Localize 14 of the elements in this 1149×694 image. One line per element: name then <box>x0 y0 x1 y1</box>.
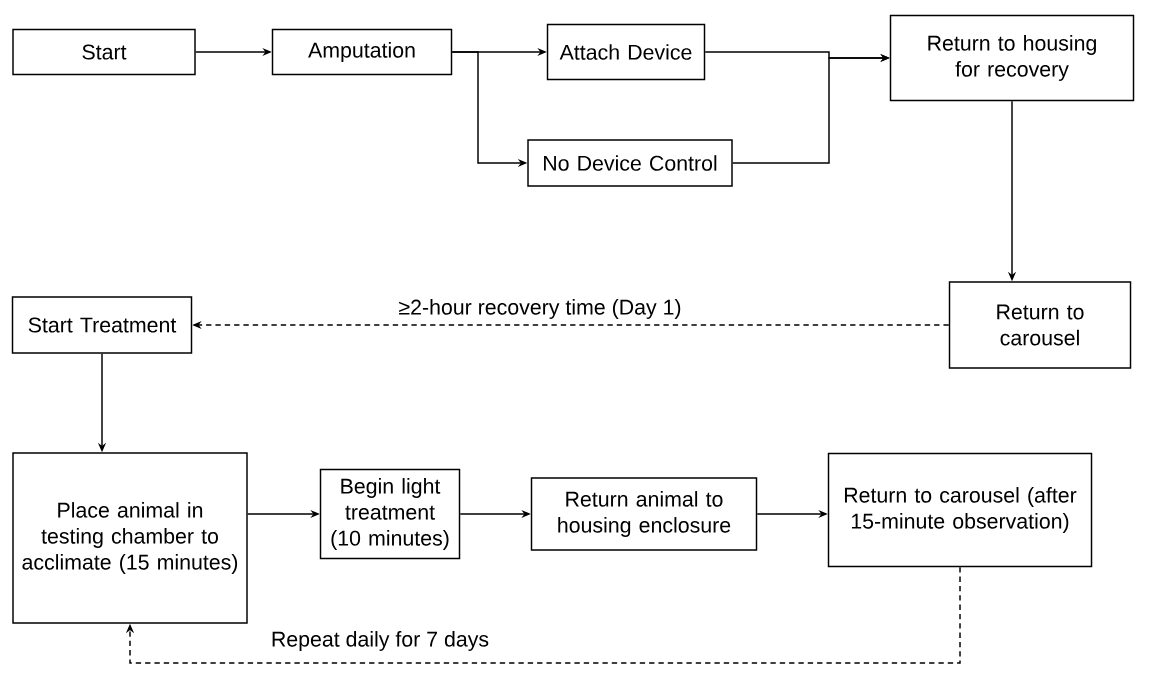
process-box: Begin light treatment (10 minutes) <box>319 468 461 560</box>
arrow <box>125 566 961 664</box>
process-box: No Device Control <box>527 139 733 187</box>
process-box: Return animal to housing enclosure <box>530 477 758 551</box>
process-box: Return to housing for recovery <box>889 14 1135 102</box>
process-box: Start Treatment <box>11 296 193 354</box>
process-box: Amputation <box>271 28 453 76</box>
process-box: Return to carousel <box>948 281 1132 369</box>
edge-label: ≥2-hour recovery time (Day 1) <box>395 296 685 322</box>
process-box: Attach Device <box>546 23 706 81</box>
edge-label: Repeat daily for 7 days <box>268 628 492 654</box>
process-box: Place animal in testing chamber to acclimate (15 minutes) <box>12 452 248 624</box>
process-box: Return to carousel (after 15-minute observation) <box>827 452 1093 568</box>
process-box: Start <box>12 28 196 76</box>
